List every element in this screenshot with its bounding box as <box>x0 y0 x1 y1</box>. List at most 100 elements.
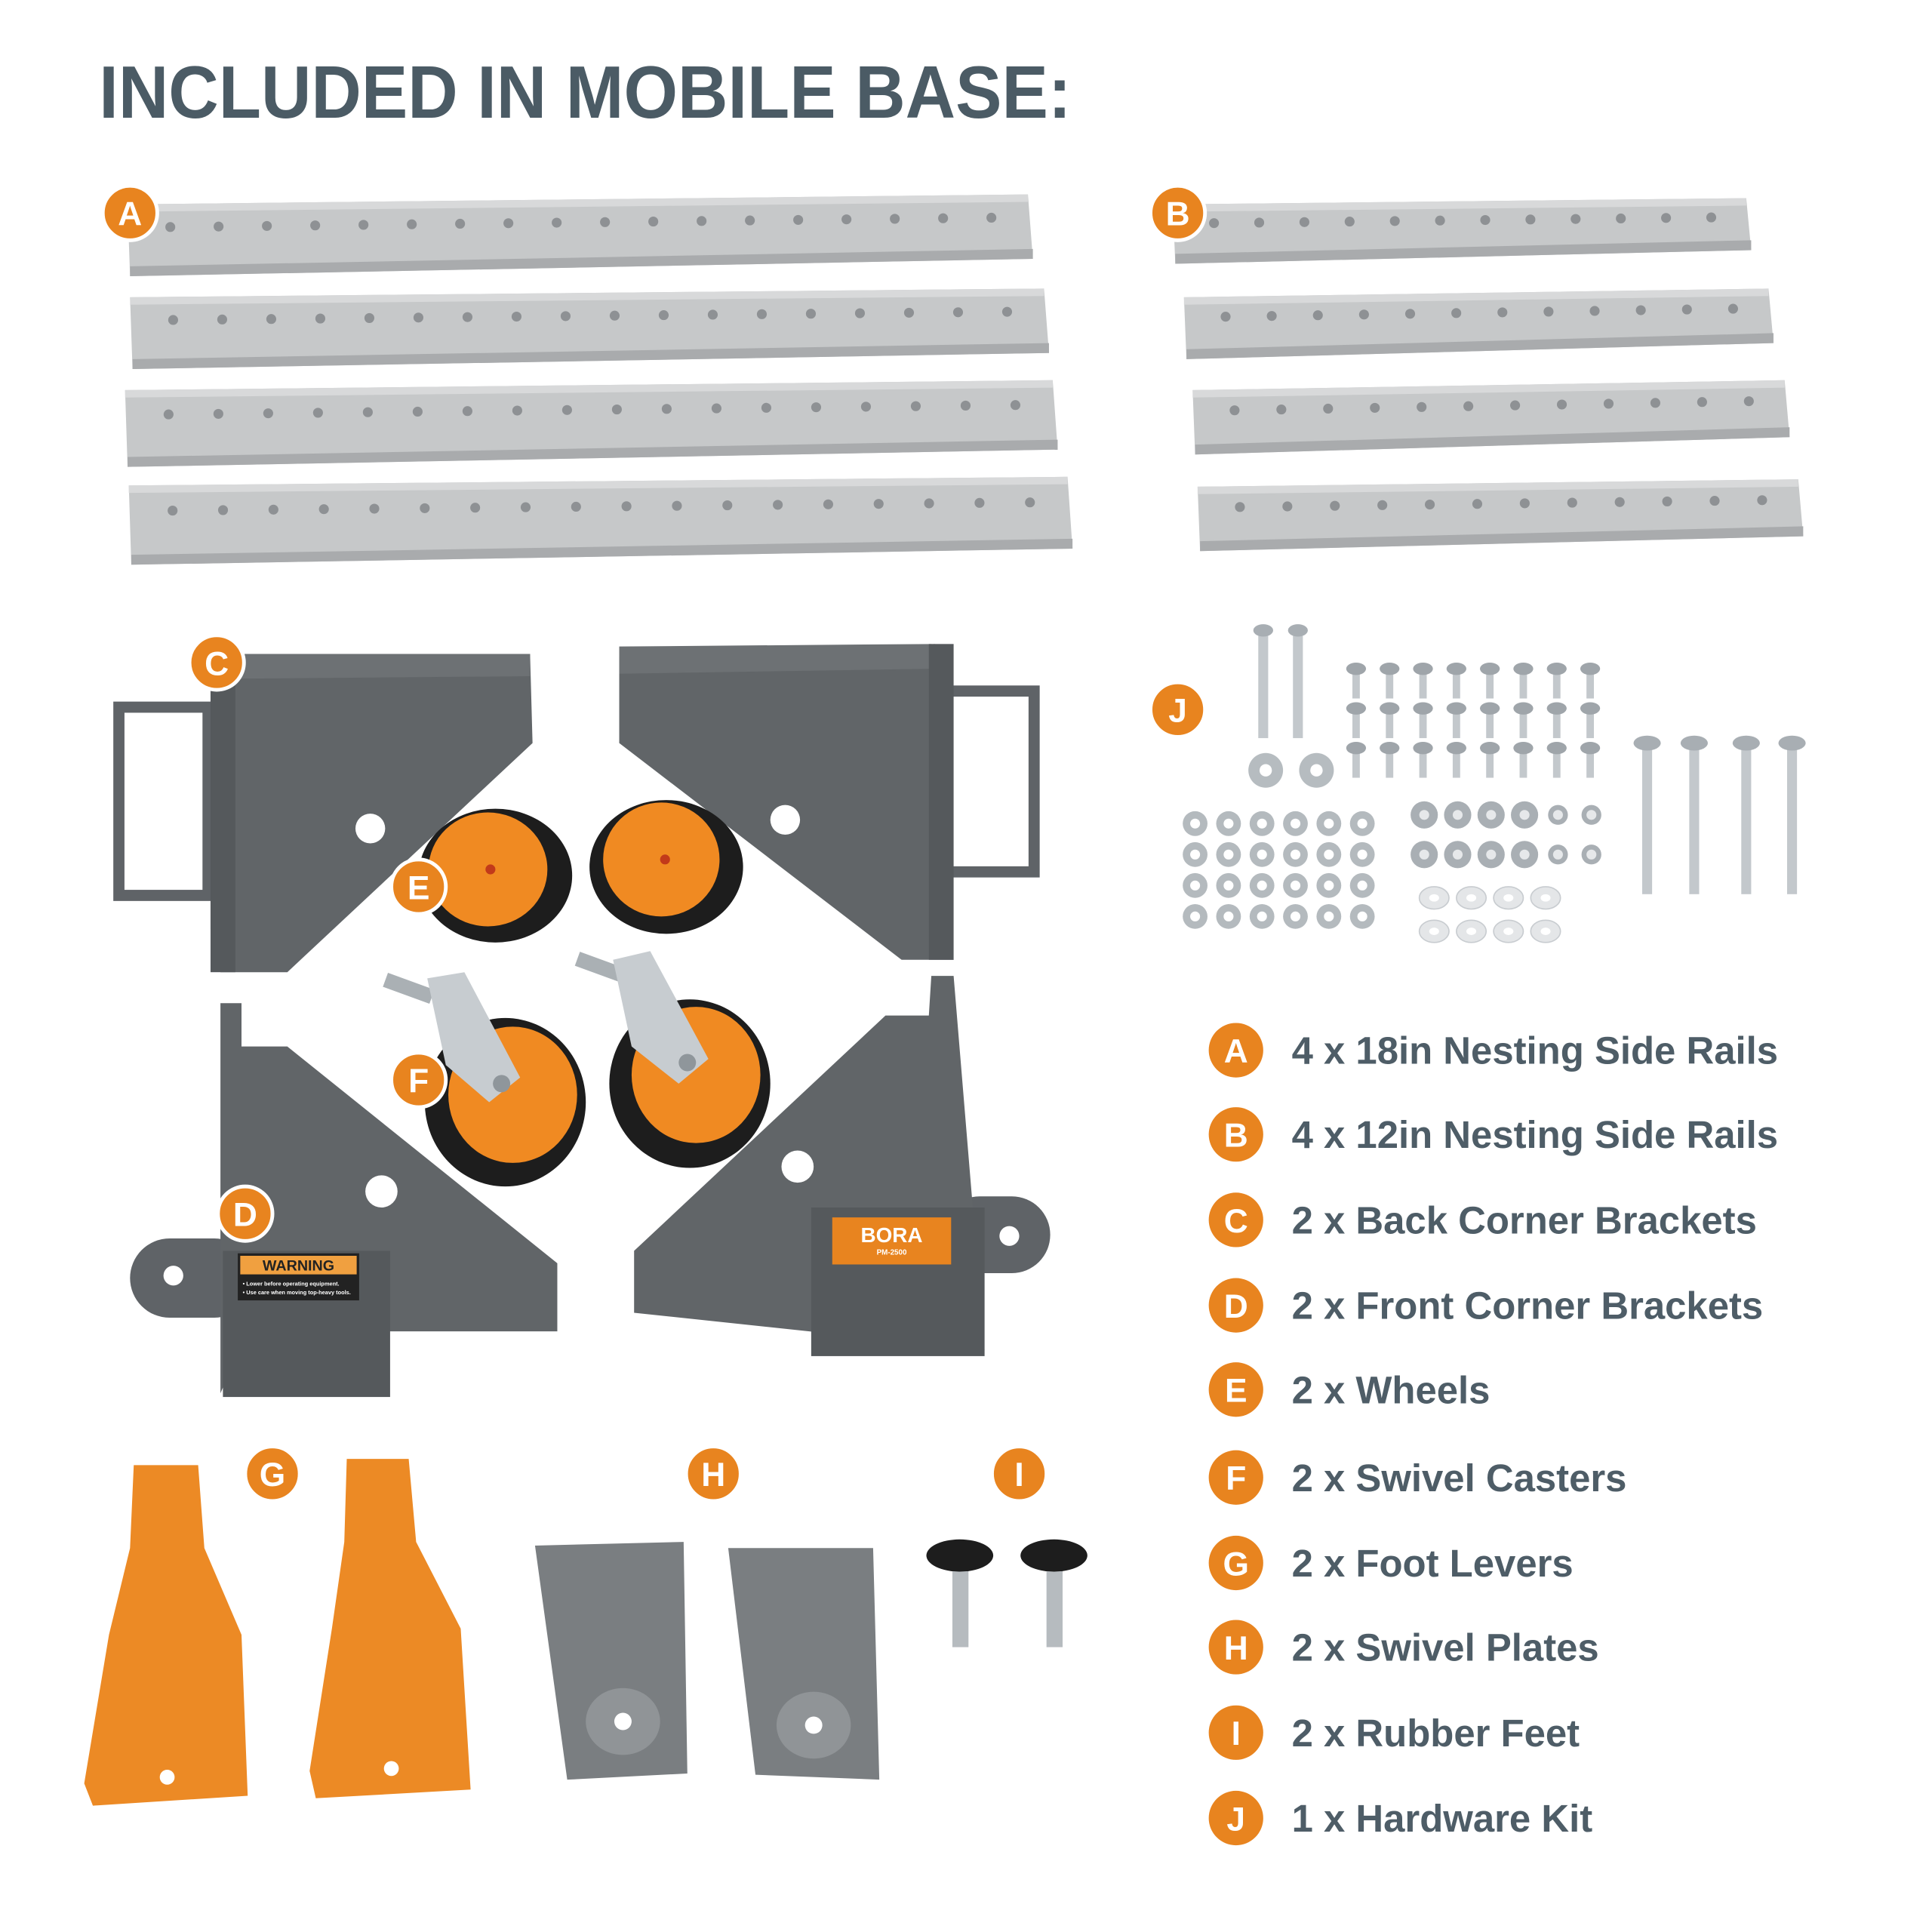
legend-label: 4 x 18in Nesting Side Rails <box>1292 1029 1778 1072</box>
wheel <box>418 808 573 943</box>
legend-letter: I <box>1232 1715 1241 1752</box>
side-rail <box>1183 288 1774 359</box>
legend-label: 2 x Back Corner Brackets <box>1292 1198 1757 1241</box>
hex-nut <box>1477 841 1505 869</box>
hex-nut <box>1581 844 1601 865</box>
nut <box>1249 811 1275 836</box>
side-rail <box>128 476 1073 565</box>
washer <box>1493 886 1524 910</box>
side-rail <box>130 288 1049 370</box>
hex-nut <box>1411 801 1438 829</box>
legend-letter: A <box>1224 1033 1248 1070</box>
foot-lever <box>84 1465 248 1806</box>
rubber-foot <box>1020 1539 1088 1647</box>
part-badge-j: J <box>1149 680 1208 739</box>
carriage-bolt <box>1778 735 1806 894</box>
swivel-plate <box>534 1542 688 1780</box>
legend-label: 2 x Rubber Feet <box>1292 1712 1580 1755</box>
small-bolt <box>1346 662 1367 699</box>
foot-lever <box>309 1459 471 1798</box>
legend-letter: E <box>1225 1373 1247 1410</box>
washer <box>1456 919 1487 943</box>
part-badge-h: H <box>684 1444 743 1503</box>
small-bolt <box>1480 702 1500 739</box>
part-badge-letter: E <box>408 869 430 906</box>
carriage-bolt <box>1732 735 1760 894</box>
small-bolt <box>1380 741 1400 778</box>
small-bolt <box>1446 662 1466 699</box>
legend-item: C 2 x Back Corner Brackets <box>1208 1192 1757 1247</box>
side-rails <box>125 194 1804 565</box>
small-bolt <box>1480 741 1500 778</box>
back-corner-bracket-right <box>619 644 1040 960</box>
washer <box>1530 919 1561 943</box>
nut <box>1183 903 1208 929</box>
swivel-plate <box>728 1548 880 1780</box>
nut <box>1349 872 1375 898</box>
part-badge-f: F <box>389 1051 448 1109</box>
part-badge-g: G <box>243 1444 302 1503</box>
small-bolt <box>1580 741 1601 778</box>
nut <box>1283 903 1308 929</box>
warning-label-heading: WARNING <box>263 1258 334 1275</box>
nut <box>1249 903 1275 929</box>
long-bolt <box>1287 624 1308 739</box>
part-badge-e: E <box>389 857 448 916</box>
nut <box>1183 872 1208 898</box>
nut <box>1216 872 1241 898</box>
warning-label-line: • Lower before operating equipment. <box>243 1280 340 1287</box>
hex-nut <box>1548 804 1568 825</box>
nut <box>1316 811 1342 836</box>
hex-nut <box>1581 804 1601 825</box>
hex-nut <box>1548 844 1568 865</box>
nut <box>1316 903 1342 929</box>
swivel-caster <box>574 951 771 1168</box>
washer <box>1456 886 1487 910</box>
small-bolt <box>1380 702 1400 739</box>
hardware-kit <box>1183 624 1806 943</box>
small-bolt <box>1346 741 1367 778</box>
small-bolt <box>1546 741 1567 778</box>
part-badge-letter: J <box>1168 693 1187 730</box>
legend-label: 1 x Hardware Kit <box>1292 1797 1593 1840</box>
hex-nut <box>1511 841 1539 869</box>
small-bolt <box>1480 662 1500 699</box>
long-bolt <box>1253 624 1273 739</box>
nut <box>1216 811 1241 836</box>
washer <box>1418 886 1450 910</box>
part-badge-letter: D <box>233 1197 257 1234</box>
part-badge-letter: I <box>1014 1457 1023 1494</box>
small-bolt <box>1513 662 1534 699</box>
washer <box>1418 919 1450 943</box>
nut <box>1349 811 1375 836</box>
small-bolt <box>1546 662 1567 699</box>
nut <box>1249 872 1275 898</box>
side-rail <box>125 380 1058 467</box>
part-badge-letter: F <box>408 1063 429 1100</box>
warning-label-line: • Use care when moving top-heavy tools. <box>243 1289 351 1296</box>
small-bolt <box>1346 702 1367 739</box>
carriage-bolt <box>1680 735 1708 894</box>
brand-label: BORA <box>860 1223 922 1247</box>
nut <box>1349 841 1375 867</box>
part-badge-a: A <box>100 183 159 242</box>
carriage-bolt <box>1633 735 1661 894</box>
rubber-foot <box>926 1539 994 1647</box>
small-bolt <box>1413 741 1433 778</box>
legend-letter: C <box>1224 1203 1248 1240</box>
nut <box>1183 841 1208 867</box>
legend-letter: H <box>1224 1630 1248 1667</box>
legend-label: 4 x 12in Nesting Side Rails <box>1292 1113 1778 1156</box>
hex-nut <box>1477 801 1505 829</box>
nut <box>1249 841 1275 867</box>
wheel <box>589 800 743 934</box>
nut <box>1283 811 1308 836</box>
front-corner-bracket-left: WARNING • Lower before operating equipme… <box>130 1003 558 1398</box>
